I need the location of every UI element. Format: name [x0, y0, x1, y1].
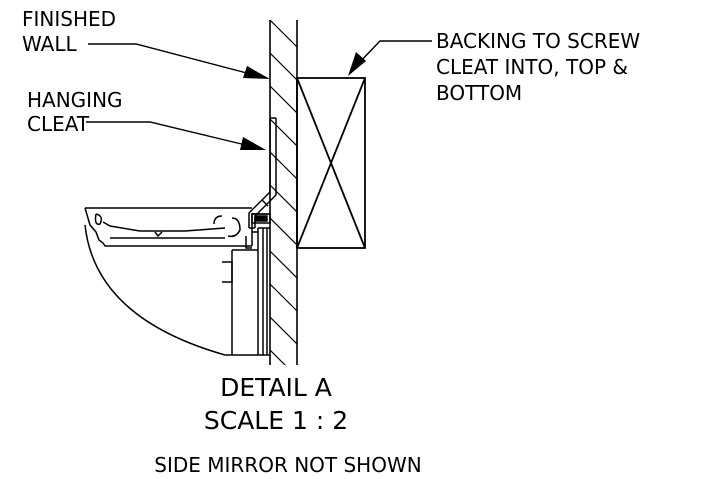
- hanging-cleat-label: HANGING CLEAT: [27, 88, 123, 136]
- detail-title: DETAIL A: [220, 373, 332, 402]
- detail-note: SIDE MIRROR NOT SHOWN: [154, 453, 421, 477]
- svg-text:CLEAT INTO, TOP &: CLEAT INTO, TOP &: [436, 55, 628, 79]
- finished-wall-label: FINISHED WALL: [22, 7, 116, 56]
- svg-text:BOTTOM: BOTTOM: [436, 81, 522, 105]
- svg-text:BACKING TO SCREW: BACKING TO SCREW: [436, 29, 640, 53]
- svg-text:FINISHED: FINISHED: [22, 7, 116, 31]
- backing-leader: [348, 40, 432, 76]
- hanging-cleat-leader: [86, 121, 266, 150]
- hanging-cleat: [248, 117, 277, 229]
- backing-arrow: [348, 52, 366, 76]
- svg-text:WALL: WALL: [22, 32, 78, 56]
- svg-text:HANGING: HANGING: [27, 88, 123, 112]
- detail-scale: SCALE 1 : 2: [204, 406, 348, 435]
- wall-hatching: [270, 20, 297, 365]
- finished-wall: [269, 20, 298, 365]
- backing-label: BACKING TO SCREW CLEAT INTO, TOP & BOTTO…: [436, 29, 640, 105]
- backing-block: [296, 77, 366, 249]
- finished-wall-arrow: [243, 66, 270, 79]
- cabinet-profile: [84, 207, 271, 356]
- svg-text:CLEAT: CLEAT: [27, 112, 90, 136]
- hanging-cleat-arrow: [240, 137, 266, 150]
- finished-wall-leader: [88, 43, 270, 79]
